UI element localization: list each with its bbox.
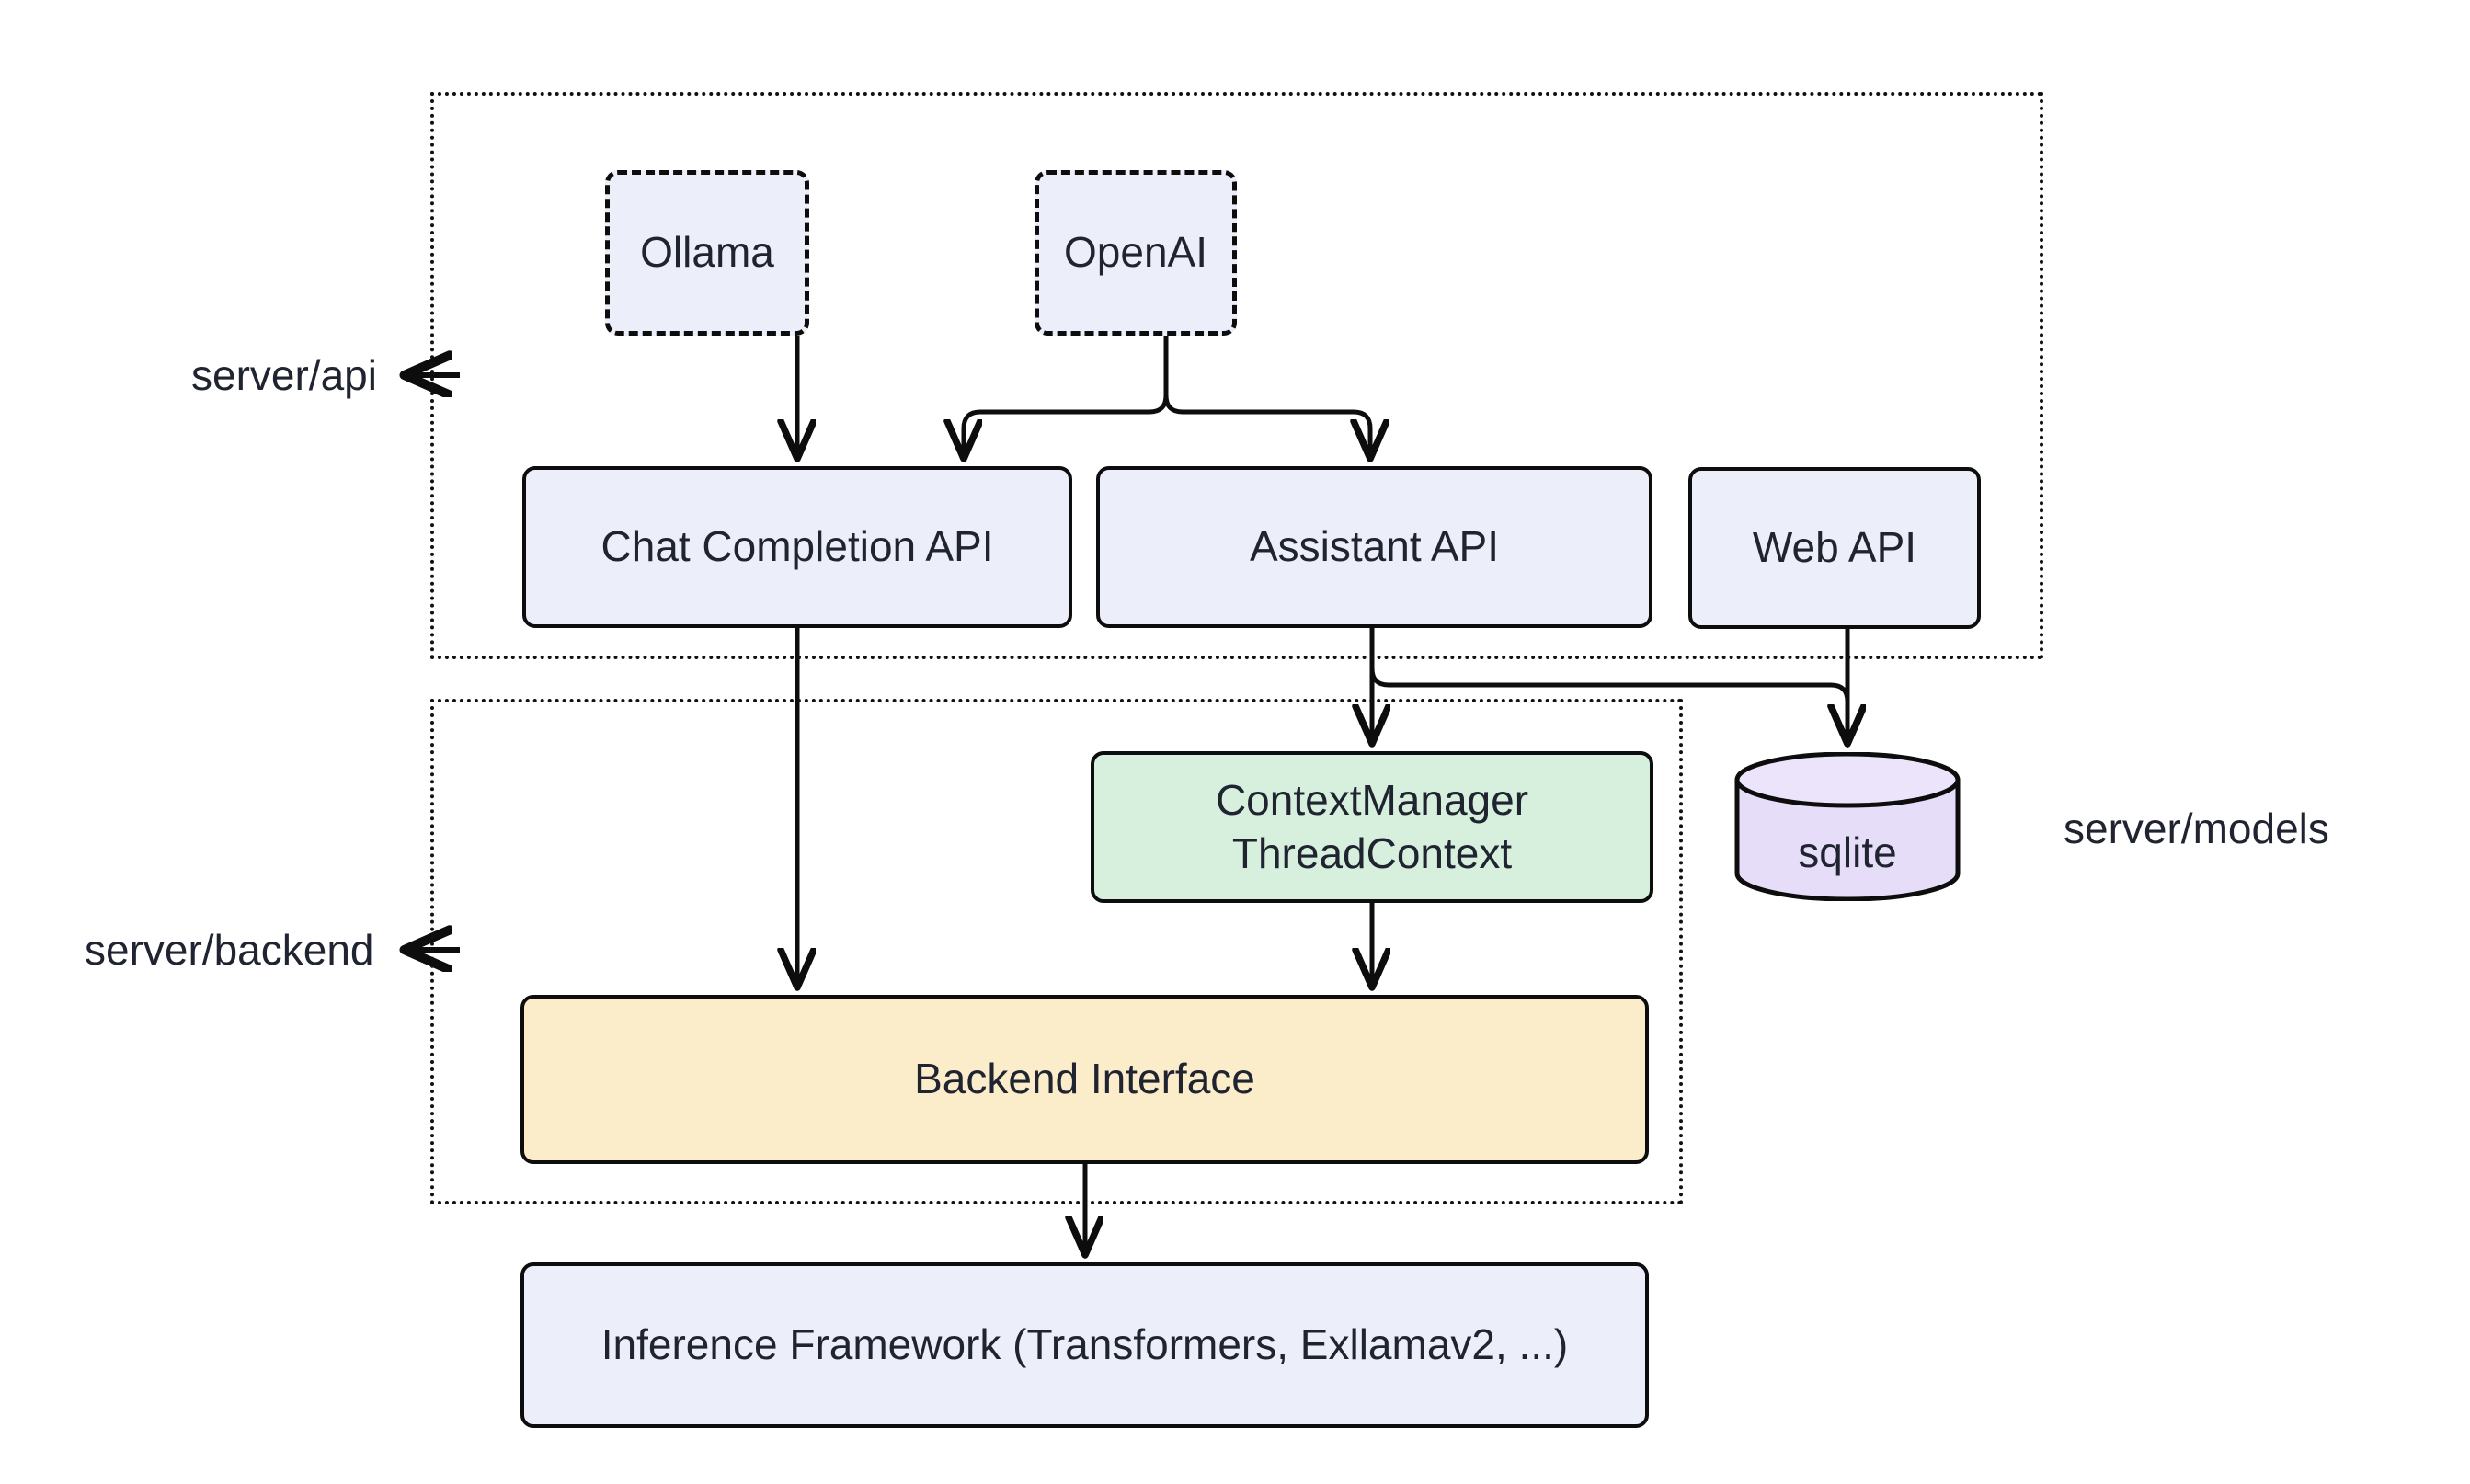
node-assistant-api-label: Assistant API xyxy=(1249,522,1499,571)
node-context-manager[interactable]: ContextManager ThreadContext xyxy=(1091,751,1653,903)
node-backend-interface-label: Backend Interface xyxy=(914,1055,1255,1103)
node-web-api-label: Web API xyxy=(1752,523,1917,572)
node-inference-framework-label: Inference Framework (Transformers, Exlla… xyxy=(600,1320,1569,1369)
node-sqlite[interactable]: sqlite xyxy=(1732,751,1962,902)
node-ollama[interactable]: Ollama xyxy=(605,170,809,336)
node-assistant-api[interactable]: Assistant API xyxy=(1096,466,1652,628)
node-backend-interface[interactable]: Backend Interface xyxy=(520,995,1649,1164)
node-ollama-label: Ollama xyxy=(640,228,774,277)
label-server-models: server/models xyxy=(2064,805,2329,852)
node-web-api[interactable]: Web API xyxy=(1688,467,1981,629)
node-chat-completion-api-label: Chat Completion API xyxy=(600,522,994,571)
node-context-manager-line-1: ContextManager xyxy=(1215,775,1529,824)
node-context-manager-labels: ContextManager ThreadContext xyxy=(1216,774,1528,881)
label-server-api: server/api xyxy=(191,351,377,399)
label-server-backend: server/backend xyxy=(85,926,374,974)
sqlite-cylinder-shape xyxy=(1734,751,1961,902)
node-openai-label: OpenAI xyxy=(1064,228,1207,277)
node-openai[interactable]: OpenAI xyxy=(1035,170,1237,336)
node-chat-completion-api[interactable]: Chat Completion API xyxy=(522,466,1072,628)
node-inference-framework[interactable]: Inference Framework (Transformers, Exlla… xyxy=(520,1262,1649,1428)
node-context-manager-line-2: ThreadContext xyxy=(1231,828,1513,877)
